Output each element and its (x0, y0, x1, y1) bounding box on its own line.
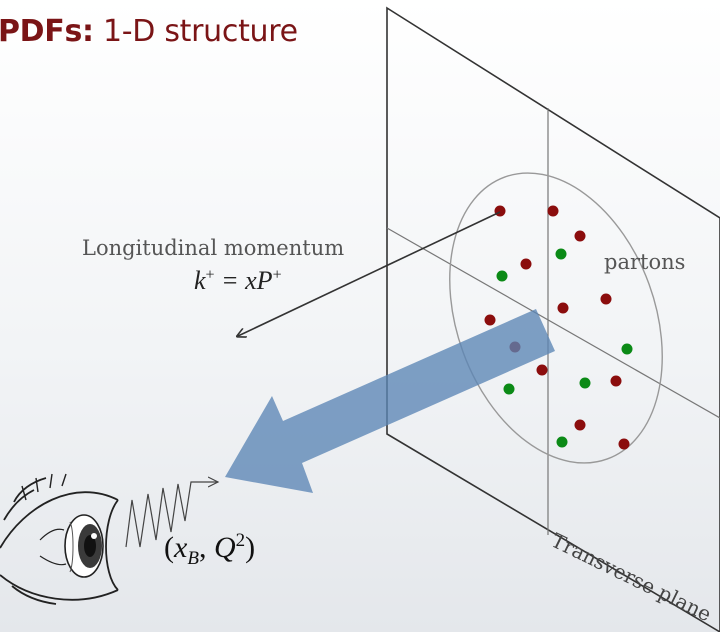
parton-red (520, 258, 532, 270)
x-symbol: x (174, 531, 188, 564)
parton-red (494, 205, 506, 217)
eye-icon (0, 473, 119, 605)
parton-red (536, 364, 548, 376)
hadron-ellipse (449, 172, 663, 464)
parton-red (484, 314, 496, 326)
plane-horizontal-axis (386, 227, 720, 419)
equals-x: = x (214, 266, 257, 295)
k-symbol: k (194, 266, 206, 295)
p-symbol: P (256, 266, 273, 295)
parton-green (555, 248, 567, 260)
parton-green (503, 383, 515, 395)
q-superscript: 2 (235, 530, 246, 551)
longitudinal-momentum-label: Longitudinal momentum (82, 236, 345, 260)
slide-title: PDFs: 1-D structure (0, 14, 298, 49)
partons-label: partons (604, 250, 686, 274)
parton-red (557, 302, 569, 314)
momentum-arrow (238, 211, 501, 336)
title-rest: 1-D structure (93, 14, 298, 49)
parton-red (610, 375, 622, 387)
parton-red (574, 419, 586, 431)
photon-wave-icon (125, 482, 218, 548)
partons (484, 205, 633, 450)
parton-red (618, 438, 630, 450)
k-plus-sup: + (205, 266, 215, 284)
separator: , (198, 531, 214, 564)
parton-green (556, 436, 568, 448)
q-symbol: Q (213, 531, 236, 564)
x-subscript: B (187, 548, 199, 569)
parton-red (547, 205, 559, 217)
k-plus-equation: k+ = xP+ (194, 266, 282, 296)
observable-label: (xB, Q2) (164, 530, 256, 569)
parton-green (579, 377, 591, 389)
title-bold: PDFs: (0, 14, 94, 49)
p-plus-sup: + (272, 266, 282, 284)
probe-arrow (225, 309, 555, 493)
transverse-plane (386, 6, 720, 633)
parton-red (574, 230, 586, 242)
parton-green (496, 270, 508, 282)
parton-red (600, 293, 612, 305)
parton-green (621, 343, 633, 355)
